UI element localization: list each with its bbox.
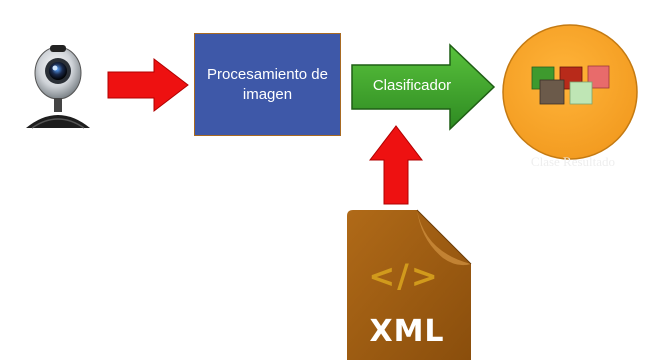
webcam-icon (26, 45, 90, 129)
image-processing-label: Procesamiento de imagen (207, 65, 328, 103)
arrow-right-icon (107, 57, 189, 113)
classifier-label: Clasificador (372, 77, 452, 94)
xml-label: XML (369, 314, 445, 349)
xml-file-icon (347, 209, 472, 360)
result-class-node (502, 24, 638, 160)
image-processing-node: Procesamiento de imagen (194, 33, 341, 136)
xml-code-symbol: </> (368, 257, 440, 295)
arrow-up-icon (368, 125, 424, 205)
result-class-label: Clase Resultado (530, 154, 616, 169)
colored-squares-icon (531, 65, 610, 105)
classifier-arrow-shape (351, 43, 496, 131)
